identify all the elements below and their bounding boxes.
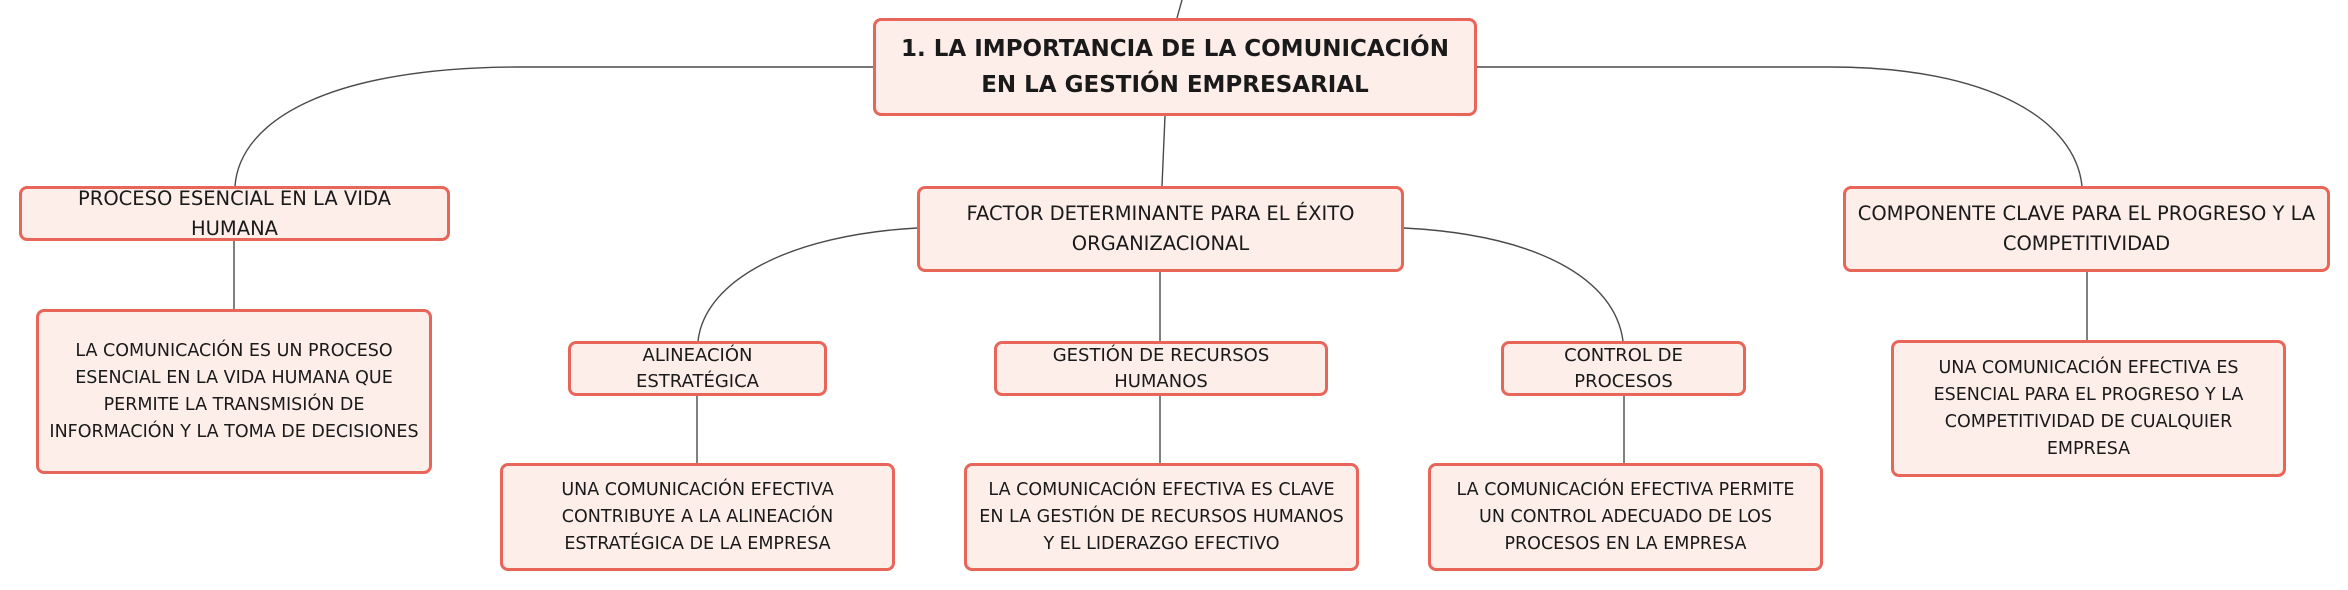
detail-proceso-esencial[interactable]: LA COMUNICACIÓN ES UN PROCESO ESENCIAL E… <box>36 309 432 474</box>
topic-proceso-esencial-label: PROCESO ESENCIAL EN LA VIDA HUMANA <box>78 186 391 240</box>
connector-root-right <box>1477 66 2083 187</box>
root-topic-label: 1. LA IMPORTANCIA DE LA COMUNICACIÓN EN … <box>901 36 1449 98</box>
detail-proceso-esencial-text: LA COMUNICACIÓN ES UN PROCESO ESENCIAL E… <box>49 340 419 442</box>
topic-factor-determinante[interactable]: FACTOR DETERMINANTE PARA EL ÉXITO ORGANI… <box>917 186 1404 272</box>
subtopic-gestion-recursos-humanos-label: GESTIÓN DE RECURSOS HUMANOS <box>1052 344 1270 392</box>
detail-componente-clave[interactable]: UNA COMUNICACIÓN EFECTIVA ES ESENCIAL PA… <box>1891 340 2286 477</box>
detail-control-procesos-text: LA COMUNICACIÓN EFECTIVA PERMITE UN CONT… <box>1456 479 1795 554</box>
topic-componente-clave-label: COMPONENTE CLAVE PARA EL PROGRESO Y LA C… <box>1857 202 2316 255</box>
connector-offpage <box>1176 0 1183 19</box>
subtopic-gestion-recursos-humanos[interactable]: GESTIÓN DE RECURSOS HUMANOS <box>994 341 1328 396</box>
subtopic-alineacion-estrategica-label: ALINEACIÓN ESTRATÉGICA <box>636 344 759 392</box>
detail-alineacion-estrategica[interactable]: UNA COMUNICACIÓN EFECTIVA CONTRIBUYE A L… <box>500 463 895 571</box>
connector-root-center <box>1161 115 1166 187</box>
connector-root-left <box>234 66 873 187</box>
subtopic-alineacion-estrategica[interactable]: ALINEACIÓN ESTRATÉGICA <box>568 341 827 396</box>
topic-componente-clave[interactable]: COMPONENTE CLAVE PARA EL PROGRESO Y LA C… <box>1843 186 2330 272</box>
topic-factor-determinante-label: FACTOR DETERMINANTE PARA EL ÉXITO ORGANI… <box>966 202 1355 255</box>
topic-proceso-esencial[interactable]: PROCESO ESENCIAL EN LA VIDA HUMANA <box>19 186 450 241</box>
subtopic-control-procesos[interactable]: CONTROL DE PROCESOS <box>1501 341 1746 396</box>
subtopic-control-procesos-label: CONTROL DE PROCESOS <box>1564 344 1683 392</box>
detail-alineacion-estrategica-text: UNA COMUNICACIÓN EFECTIVA CONTRIBUYE A L… <box>561 479 834 554</box>
detail-componente-clave-text: UNA COMUNICACIÓN EFECTIVA ES ESENCIAL PA… <box>1933 357 2244 459</box>
root-topic[interactable]: 1. LA IMPORTANCIA DE LA COMUNICACIÓN EN … <box>873 18 1477 116</box>
detail-gestion-recursos-humanos-text: LA COMUNICACIÓN EFECTIVA ES CLAVE EN LA … <box>979 479 1344 554</box>
connector-center-control <box>1403 227 1624 342</box>
connector-center-alineacion <box>697 227 918 342</box>
detail-gestion-recursos-humanos[interactable]: LA COMUNICACIÓN EFECTIVA ES CLAVE EN LA … <box>964 463 1359 571</box>
detail-control-procesos[interactable]: LA COMUNICACIÓN EFECTIVA PERMITE UN CONT… <box>1428 463 1823 571</box>
